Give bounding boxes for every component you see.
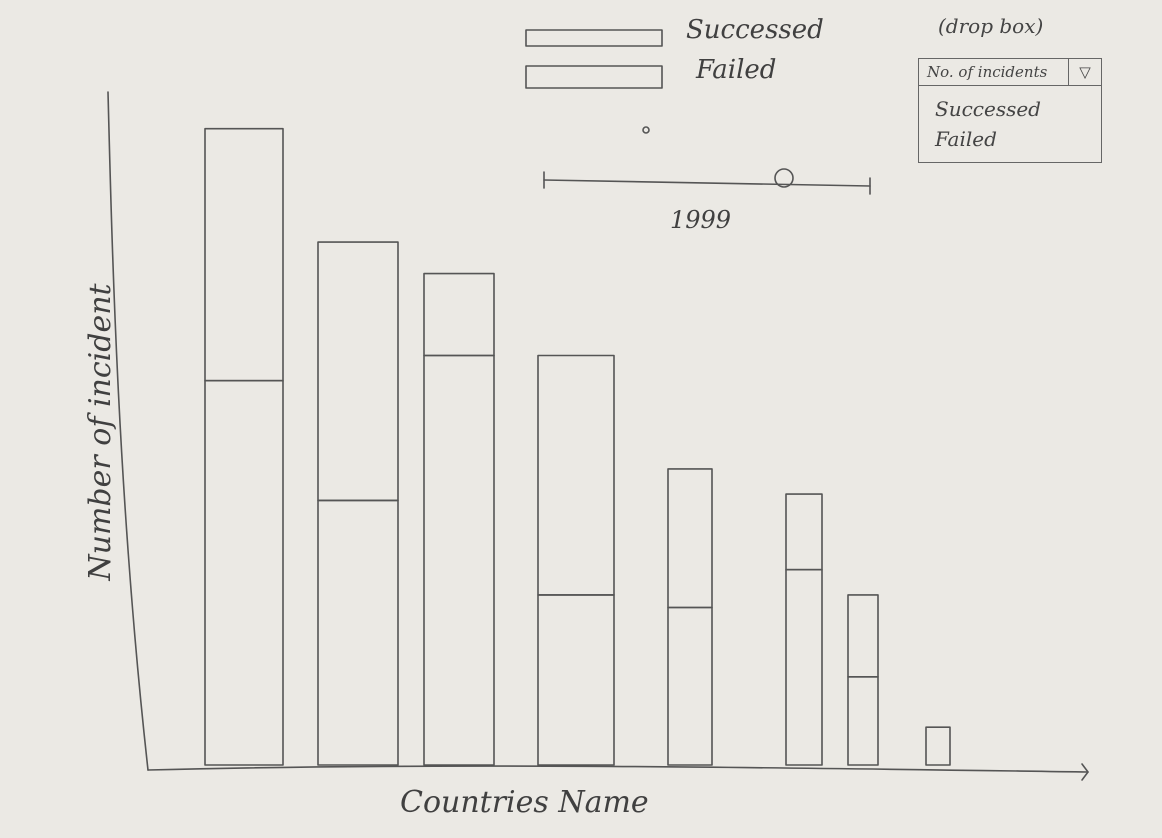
bar-failed-3[interactable] [423,354,495,766]
bar-successed-5[interactable] [667,468,713,609]
bar-successed-7[interactable] [847,594,879,678]
legend-swatch-succeeded [525,29,663,47]
year-slider[interactable]: 1999 [543,126,871,234]
y-axis-label: Number of incident [83,282,118,581]
bars-group [204,127,951,766]
bar-failed-7[interactable] [847,675,879,766]
legend-label-failed: Failed [695,55,776,85]
x-axis [147,765,1089,773]
bar-successed-3[interactable] [423,272,495,357]
x-axis-end-tick [1081,763,1089,781]
dropdown-caption: (drop box) [938,14,1044,38]
bar-successed-4[interactable] [537,354,615,596]
dropdown-options: Successed Failed [919,86,1101,162]
bar-failed-4[interactable] [537,594,615,766]
bar-successed-8[interactable] [925,726,951,766]
dropdown-option-successed[interactable]: Successed [935,97,1041,121]
bar-failed-5[interactable] [667,606,713,766]
dropdown-header[interactable]: No. of incidents ▽ [919,59,1101,86]
bar-successed-6[interactable] [785,493,823,571]
bar-failed-1[interactable] [204,379,284,766]
triangle-down-icon[interactable]: ▽ [1079,63,1091,81]
slider-value-label: 1999 [670,206,731,234]
bar-failed-2[interactable] [317,499,399,766]
metric-dropdown[interactable]: No. of incidents ▽ Successed Failed [918,58,1102,163]
y-axis [107,91,149,771]
legend-label-succeeded: Successed [686,15,824,45]
slider-track[interactable] [543,179,871,187]
slider-handle[interactable] [774,168,794,188]
x-axis-label: Countries Name [400,785,649,820]
legend: Successed Failed [525,15,824,89]
dropdown-option-failed[interactable]: Failed [935,127,997,151]
dropdown-selected-value[interactable]: No. of incidents [919,59,1069,85]
bar-successed-1[interactable] [204,127,284,382]
bar-successed-2[interactable] [317,241,399,502]
bar-failed-6[interactable] [785,568,823,766]
slider-marker-dot [642,126,650,134]
legend-swatch-failed [525,65,663,89]
